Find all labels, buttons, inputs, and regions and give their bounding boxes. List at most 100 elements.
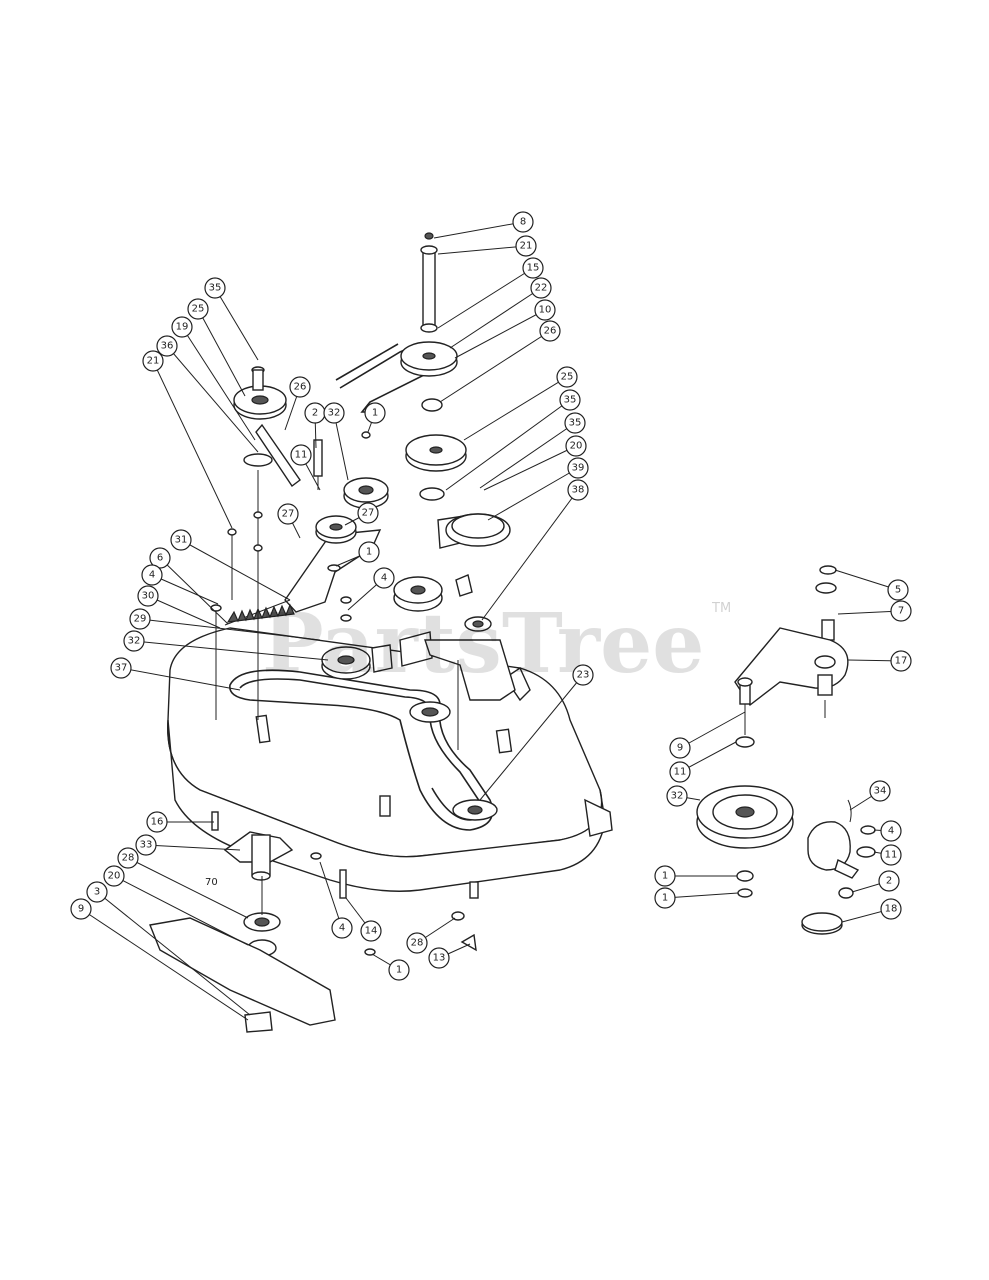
- callout-c29: 4: [347, 567, 395, 611]
- callout-c19: 2: [304, 402, 326, 449]
- callout-c52: 34: [849, 780, 891, 811]
- callout-circle: [534, 299, 556, 321]
- washer-1-lower: [364, 948, 376, 956]
- callout-circle: [567, 479, 589, 501]
- callout-label: 14: [365, 926, 378, 937]
- spindle-housing-33: [223, 831, 294, 881]
- nut-4-lower: [310, 852, 322, 860]
- callout-circle: [149, 547, 171, 569]
- callout-circle: [515, 235, 537, 257]
- watermark-tm: TM: [711, 601, 731, 616]
- callout-label: 11: [674, 767, 687, 778]
- callout-circle: [522, 257, 544, 279]
- callout-c25: 1: [335, 541, 380, 567]
- callout-c34: 23: [479, 664, 594, 801]
- callout-label: 20: [570, 441, 583, 452]
- callout-label: 29: [134, 614, 147, 625]
- callout-circle: [86, 881, 108, 903]
- callout-label: 20: [108, 871, 121, 882]
- callout-circle: [530, 277, 552, 299]
- callout-label: 17: [895, 656, 908, 667]
- callout-leader: [127, 857, 249, 919]
- callout-c15: 19: [171, 316, 256, 441]
- callout-c7: 25: [463, 366, 578, 441]
- callout-label: 30: [142, 591, 155, 602]
- idler-strip: [255, 423, 301, 488]
- deck-belt: [229, 669, 494, 831]
- callout-leader: [139, 618, 321, 641]
- callout-label: 25: [561, 372, 574, 383]
- callout-c45: 1: [371, 953, 410, 981]
- callout-leader: [197, 308, 246, 397]
- callout-leader: [96, 891, 251, 1016]
- bolt-16: [211, 811, 219, 831]
- callout-c28: 4: [141, 564, 219, 605]
- washer-36: [243, 453, 273, 467]
- callout-label: 1: [396, 965, 402, 976]
- callout-circle: [559, 389, 581, 411]
- callout-c18: 26: [284, 376, 311, 431]
- callout-label: 26: [544, 326, 557, 337]
- callout-label: 28: [122, 853, 135, 864]
- callout-c37: 28: [117, 847, 249, 919]
- callout-label: 27: [362, 508, 375, 519]
- watermark-text: PartsTree: [262, 596, 704, 692]
- callout-leader: [437, 267, 534, 329]
- collar-5: [815, 582, 837, 594]
- callout-label: 3: [94, 887, 100, 898]
- callout-c50: 11: [669, 741, 737, 783]
- washer-1-right-b: [856, 846, 876, 858]
- callout-leader: [133, 640, 329, 661]
- callout-circle: [669, 761, 691, 783]
- callout-label: 11: [885, 850, 898, 861]
- callout-c11: 39: [487, 457, 589, 521]
- callout-c56: 1: [654, 887, 739, 909]
- callout-leader: [180, 539, 291, 601]
- callout-c16: 36: [156, 335, 259, 453]
- callout-circle: [654, 865, 676, 887]
- callout-circle: [567, 457, 589, 479]
- callout-label: 5: [895, 585, 901, 596]
- callout-leader: [479, 422, 576, 489]
- callout-c58: 18: [841, 898, 902, 923]
- callout-circle: [323, 402, 345, 424]
- callout-label: 27: [282, 509, 295, 520]
- callout-circle: [187, 298, 209, 320]
- callout-leader: [449, 287, 542, 349]
- callout-leader: [120, 667, 241, 691]
- callout-circle: [123, 630, 145, 652]
- callout-leader: [445, 399, 571, 491]
- callout-label: 25: [192, 304, 205, 315]
- callout-label: 34: [874, 786, 887, 797]
- idler-pulley-27: [315, 515, 357, 544]
- callout-label: 6: [157, 553, 163, 564]
- callout-c57: 2: [851, 870, 900, 893]
- callout-label: 21: [147, 356, 160, 367]
- callout-circle: [406, 932, 428, 954]
- callout-leader: [152, 360, 233, 529]
- callout-c20: 32: [323, 402, 349, 481]
- callout-c55: 1: [654, 865, 737, 887]
- callout-c46: 5: [834, 569, 909, 601]
- blade-adapter: [244, 1011, 273, 1033]
- washer-11-right: [735, 736, 755, 748]
- callout-label: 2: [312, 408, 318, 419]
- callout-circle: [869, 780, 891, 802]
- callout-c5: 10: [454, 299, 556, 359]
- cap-5: [819, 565, 837, 575]
- callout-c4: 22: [449, 277, 552, 349]
- callout-circle: [142, 350, 164, 372]
- callout-c51: 32: [666, 785, 701, 807]
- callout-label: 15: [527, 263, 540, 274]
- callout-label: 4: [339, 923, 345, 934]
- callout-circle: [564, 412, 586, 434]
- callout-c54: 11: [873, 844, 902, 866]
- callout-c6: 26: [439, 320, 561, 403]
- callout-c47: 7: [837, 600, 912, 622]
- callout-label: 1: [366, 547, 372, 558]
- callout-label: 36: [161, 341, 174, 352]
- callout-label: 35: [209, 283, 222, 294]
- deck-slots: [255, 714, 513, 899]
- callout-c1: 8: [433, 211, 534, 239]
- callout-leader: [166, 345, 259, 453]
